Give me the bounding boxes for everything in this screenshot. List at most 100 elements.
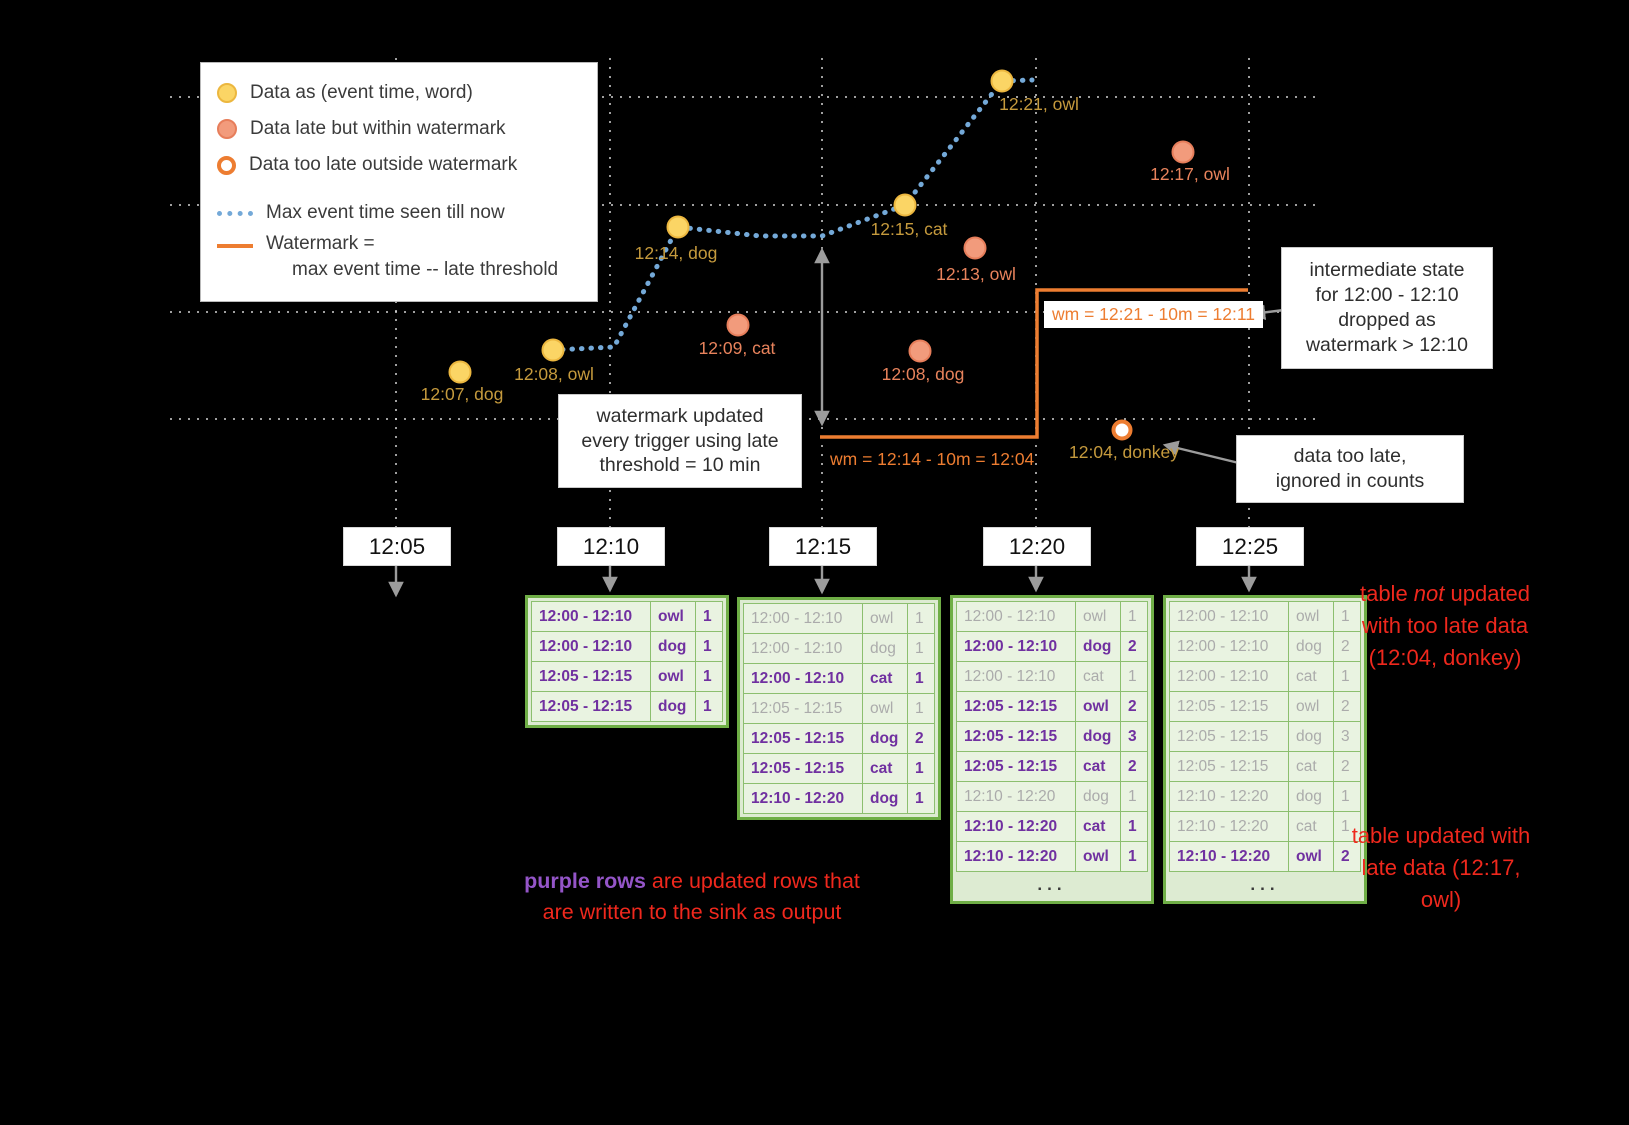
- cell-word: dog: [1288, 721, 1334, 752]
- cell-word: dog: [1075, 781, 1121, 812]
- legend-item-late: Data late but within watermark: [217, 111, 581, 147]
- cell-count: 3: [1120, 721, 1148, 752]
- watermark-label-line1: Watermark =: [266, 233, 375, 254]
- cell-window: 12:00 - 12:10: [1169, 601, 1289, 632]
- cell-count: 2: [1120, 631, 1148, 662]
- note-not-updated: table not updated with too late data (12…: [1346, 578, 1544, 674]
- late-dot-icon: [217, 119, 237, 139]
- cell-word: dog: [862, 633, 908, 664]
- cell-count: 2: [1333, 841, 1361, 872]
- cell-word: cat: [862, 753, 908, 784]
- cell-word: dog: [1075, 631, 1121, 662]
- cell-window: 12:05 - 12:15: [956, 721, 1076, 752]
- callout-line: dropped as: [1338, 309, 1436, 331]
- note-updated-late: table updated with late data (12:17, owl…: [1351, 823, 1531, 912]
- callout-too-late: data too late, ignored in counts: [1236, 435, 1464, 503]
- cell-word: owl: [862, 603, 908, 634]
- cell-window: 12:00 - 12:10: [956, 601, 1076, 632]
- legend-label: Data too late outside watermark: [249, 154, 518, 176]
- cell-window: 12:05 - 12:15: [743, 693, 863, 724]
- cell-count: 1: [695, 631, 723, 662]
- max-event-line-icon: [217, 210, 253, 216]
- too-late-arrow: [1162, 440, 1244, 466]
- cell-count: 1: [907, 753, 935, 784]
- cell-window: 12:05 - 12:15: [1169, 751, 1289, 782]
- cell-count: 1: [1120, 781, 1148, 812]
- cell-window: 12:05 - 12:15: [531, 661, 651, 692]
- callout-line: every trigger using late: [581, 429, 779, 452]
- cell-word: cat: [1288, 751, 1334, 782]
- axis-tick-1210: 12:10: [557, 527, 665, 566]
- callout-line: ignored in counts: [1275, 470, 1425, 492]
- cell-word: dog: [1075, 721, 1121, 752]
- callout-line: watermark > 12:10: [1305, 333, 1469, 356]
- watermark-line: [820, 288, 1248, 439]
- cell-window: 12:10 - 12:20: [956, 781, 1076, 812]
- cell-count: 1: [1333, 781, 1361, 812]
- watermark-line-icon: [217, 244, 253, 248]
- cell-count: 2: [1120, 751, 1148, 782]
- cell-count: 1: [1333, 601, 1361, 632]
- cell-count: 1: [907, 633, 935, 664]
- cell-window: 12:05 - 12:15: [743, 723, 863, 754]
- axis-tick-1205: 12:05: [343, 527, 451, 566]
- callout-line: watermark updated: [596, 404, 764, 427]
- cell-word: dog: [1288, 631, 1334, 662]
- cell-window: 12:05 - 12:15: [743, 753, 863, 784]
- note-sink-output: purple rows are updated rows that are wr…: [480, 866, 904, 928]
- cell-count: 3: [1333, 721, 1361, 752]
- cell-word: dog: [862, 723, 908, 754]
- legend: Data as (event time, word) Data late but…: [200, 62, 598, 302]
- cell-window: 12:00 - 12:10: [531, 601, 651, 632]
- cell-word: dog: [1288, 781, 1334, 812]
- cell-count: 1: [907, 693, 935, 724]
- legend-label: Data as (event time, word): [250, 82, 473, 104]
- ellipsis-row: ...: [957, 872, 1148, 899]
- cell-count: 1: [695, 601, 723, 632]
- toolate-dot-icon: [217, 155, 236, 175]
- axis-tick-1220: 12:20: [983, 527, 1091, 566]
- cell-count: 1: [1333, 661, 1361, 692]
- cell-word: owl: [1288, 841, 1334, 872]
- cell-word: dog: [650, 631, 696, 662]
- legend-label: Watermark = max event time -- late thresh…: [266, 231, 558, 282]
- watermark-label-line2: max event time -- late threshold: [292, 258, 559, 280]
- legend-item-max-event-line: Max event time seen till now: [217, 195, 581, 231]
- note-text-italic: not: [1413, 581, 1445, 606]
- note-text: are updated rows that: [645, 869, 860, 893]
- ellipsis-cell: ...: [1037, 875, 1067, 894]
- cell-window: 12:10 - 12:20: [743, 783, 863, 814]
- cell-window: 12:00 - 12:10: [956, 631, 1076, 662]
- cell-window: 12:00 - 12:10: [743, 603, 863, 634]
- cell-window: 12:00 - 12:10: [531, 631, 651, 662]
- cell-window: 12:00 - 12:10: [1169, 661, 1289, 692]
- cell-count: 2: [1333, 751, 1361, 782]
- callout-line: intermediate state: [1309, 259, 1465, 282]
- cell-word: owl: [1075, 601, 1121, 632]
- cell-count: 2: [1333, 691, 1361, 722]
- ellipsis-cell: ...: [1250, 875, 1280, 894]
- cell-word: dog: [650, 691, 696, 722]
- cell-count: 2: [907, 723, 935, 754]
- note-text: updated with too late data (12:04, donke…: [1361, 581, 1531, 670]
- cell-count: 1: [695, 691, 723, 722]
- cell-count: 1: [1120, 601, 1148, 632]
- cell-window: 12:05 - 12:15: [956, 691, 1076, 722]
- callout-intermediate-state: intermediate state for 12:00 - 12:10 dro…: [1281, 247, 1493, 369]
